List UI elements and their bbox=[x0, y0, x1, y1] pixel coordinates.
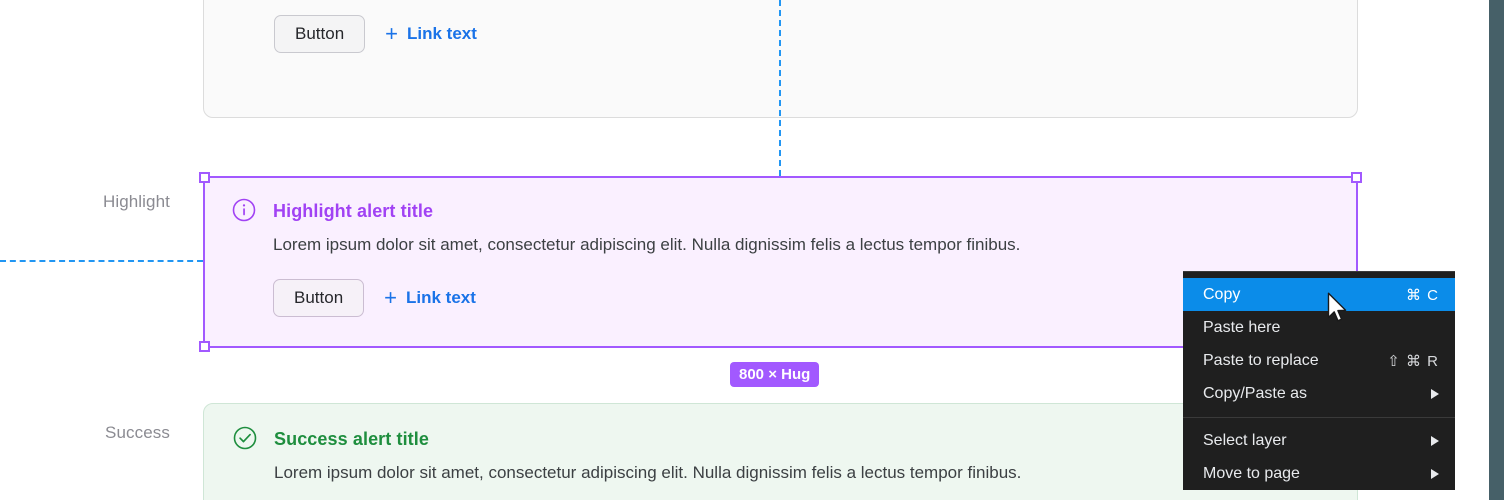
context-menu-item-shortcut: ⌘ C bbox=[1406, 286, 1439, 304]
context-menu-item-shortcut: ⇧ ⌘ R bbox=[1387, 352, 1439, 370]
alert-highlight-button[interactable]: Button bbox=[273, 279, 365, 317]
right-panel-strip bbox=[1489, 0, 1504, 500]
context-menu-item-copy-paste-as[interactable]: Copy/Paste as bbox=[1183, 377, 1455, 410]
row-label-success: Success bbox=[105, 423, 170, 442]
row-label-highlight: Highlight bbox=[102, 192, 170, 211]
selection-size-badge: 800 × Hug bbox=[730, 362, 820, 387]
context-menu-item-paste-to-replace[interactable]: Paste to replace ⇧ ⌘ R bbox=[1183, 344, 1455, 377]
check-circle-icon bbox=[232, 425, 258, 451]
alert-card-success[interactable]: Success alert title Lorem ipsum dolor si… bbox=[203, 403, 1358, 500]
alert-success-inner: Success alert title Lorem ipsum dolor si… bbox=[204, 404, 1357, 500]
context-menu-item-label: Select layer bbox=[1203, 431, 1287, 449]
alert-highlight-body: Lorem ipsum dolor sit amet, consectetur … bbox=[273, 235, 1021, 254]
context-menu-separator bbox=[1183, 417, 1455, 418]
alert-highlight-link[interactable]: + Link text bbox=[384, 287, 476, 309]
context-menu-item-copy[interactable]: Copy ⌘ C bbox=[1183, 278, 1455, 311]
alert-success-head: Success alert title bbox=[232, 426, 1329, 452]
context-menu-item-label: Copy bbox=[1203, 285, 1241, 303]
context-menu-item-label: Copy/Paste as bbox=[1203, 384, 1308, 402]
alert-top-inner: Lorem ipsum dolor sit amet, consectetur … bbox=[204, 0, 1357, 77]
alert-top-link-label: Link text bbox=[407, 24, 477, 43]
alert-top-actions: Button + Link text bbox=[274, 15, 1329, 53]
context-menu-item-label: Paste here bbox=[1203, 318, 1281, 336]
alert-highlight-actions: Button + Link text bbox=[273, 279, 1330, 317]
context-menu-item-paste-here[interactable]: Paste here bbox=[1183, 311, 1455, 344]
plus-icon: + bbox=[384, 285, 398, 310]
alert-highlight-inner: Highlight alert title Lorem ipsum dolor … bbox=[203, 176, 1358, 341]
alert-top-link[interactable]: + Link text bbox=[385, 23, 477, 45]
submenu-arrow-icon bbox=[1431, 388, 1439, 399]
context-menu-item-label: Paste to replace bbox=[1203, 351, 1319, 369]
context-menu-item-move-to-page[interactable]: Move to page bbox=[1183, 457, 1455, 490]
alert-success-title: Success alert title bbox=[274, 429, 429, 449]
alert-top-button[interactable]: Button bbox=[274, 15, 366, 53]
alignment-guide-horizontal bbox=[0, 260, 203, 262]
context-menu-item-select-layer[interactable]: Select layer bbox=[1183, 424, 1455, 457]
plus-icon: + bbox=[385, 21, 399, 46]
alignment-guide-vertical bbox=[779, 0, 781, 176]
alert-success-body: Lorem ipsum dolor sit amet, consectetur … bbox=[274, 463, 1022, 482]
submenu-arrow-icon bbox=[1431, 468, 1439, 479]
context-menu[interactable]: Copy ⌘ C Paste here Paste to replace ⇧ ⌘… bbox=[1183, 271, 1455, 490]
submenu-arrow-icon bbox=[1431, 435, 1439, 446]
alert-highlight-head: Highlight alert title bbox=[231, 198, 1330, 224]
alert-highlight-title: Highlight alert title bbox=[273, 201, 434, 221]
info-circle-icon bbox=[231, 197, 257, 223]
alert-card-highlight[interactable]: Highlight alert title Lorem ipsum dolor … bbox=[203, 176, 1358, 348]
alert-highlight-link-label: Link text bbox=[406, 288, 476, 307]
context-menu-item-label: Move to page bbox=[1203, 464, 1300, 482]
